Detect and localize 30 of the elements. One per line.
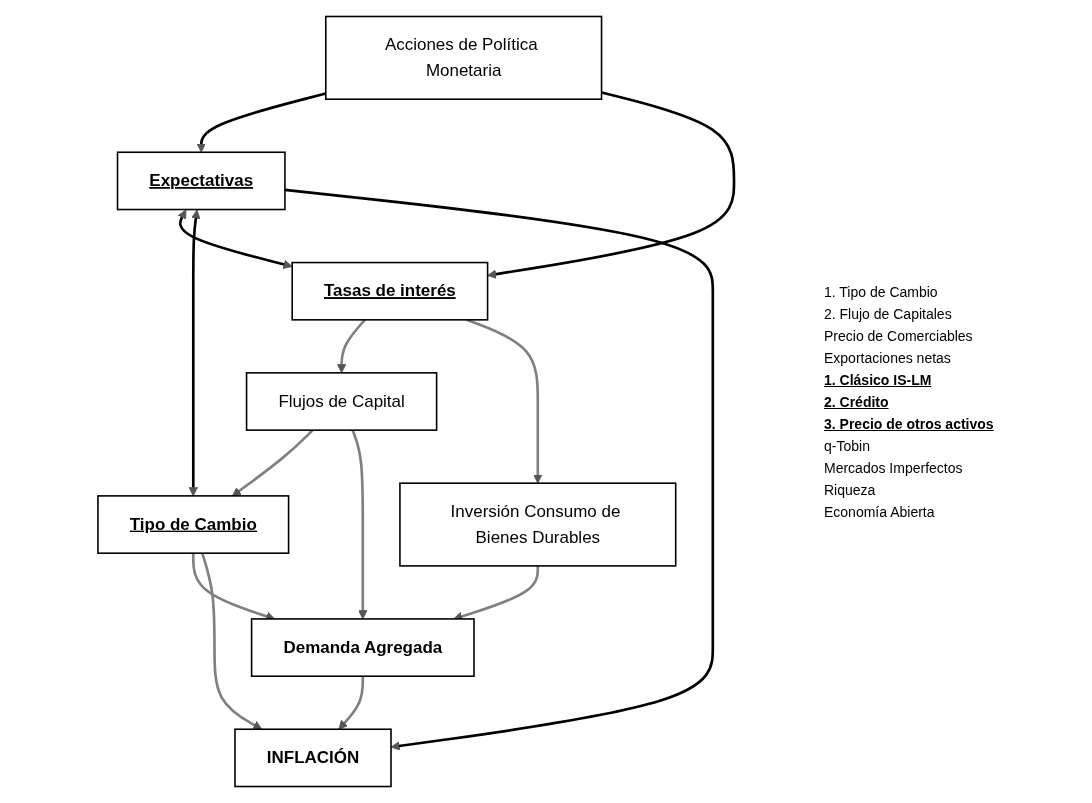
arrow bbox=[336, 318, 366, 374]
arrow bbox=[196, 92, 327, 153]
note-text: Mercados Imperfectos bbox=[824, 459, 964, 476]
arrow bbox=[231, 429, 314, 497]
node-box: Demanda Agregada bbox=[250, 618, 475, 677]
arrow bbox=[188, 209, 201, 497]
note-text: Riqueza bbox=[824, 481, 877, 498]
node-box: Acciones de Política Monetaria bbox=[324, 15, 603, 100]
node-box: Expectativas bbox=[116, 151, 286, 211]
note-text: 2. Crédito bbox=[824, 393, 890, 410]
node-box: INFLACIÓN bbox=[234, 728, 392, 788]
note-text: 1. Tipo de Cambio bbox=[824, 283, 939, 300]
arrow bbox=[466, 318, 543, 484]
node-box: Tasas de interés bbox=[291, 261, 489, 321]
arrow bbox=[284, 188, 715, 751]
node-box: Inversión Consumo de Bienes Durables bbox=[399, 482, 677, 567]
node-box: Tipo de Cambio bbox=[97, 495, 290, 554]
note-text: 2. Flujo de Capitales bbox=[824, 305, 953, 322]
arrow bbox=[200, 552, 263, 730]
note-text: Economía Abierta bbox=[824, 503, 936, 520]
arrow bbox=[338, 676, 365, 730]
note-text: 1. Clásico IS-LM bbox=[824, 371, 933, 388]
note-text: Exportaciones netas bbox=[824, 349, 952, 366]
arrow bbox=[487, 91, 736, 279]
arrow bbox=[351, 429, 368, 620]
note-text: 3. Precio de otros activos bbox=[824, 415, 995, 432]
note-text: q-Tobin bbox=[824, 437, 871, 454]
arrow bbox=[177, 209, 293, 269]
node-box: Flujos de Capital bbox=[245, 372, 438, 431]
note-text: Precio de Comerciables bbox=[824, 327, 974, 344]
